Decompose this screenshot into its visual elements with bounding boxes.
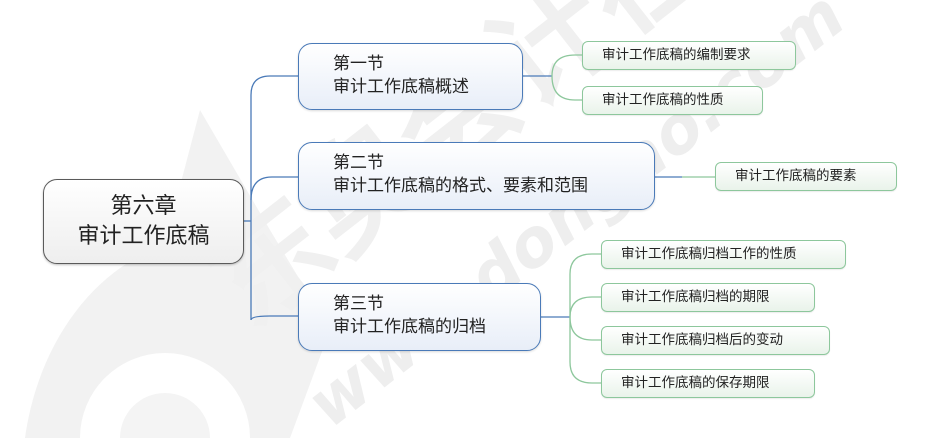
root-node-line2: 审计工作底稿 bbox=[77, 223, 210, 249]
root-node-chapter[interactable]: 第六章 审计工作底稿 bbox=[43, 179, 244, 264]
section-node-2[interactable]: 第二节 审计工作底稿的格式、要素和范围 bbox=[298, 142, 655, 210]
section-1-title: 审计工作底稿概述 bbox=[333, 77, 469, 97]
leaf-node-1-1[interactable]: 审计工作底稿的编制要求 bbox=[582, 41, 796, 70]
leaf-node-3-4[interactable]: 审计工作底稿的保存期限 bbox=[601, 369, 815, 398]
section-3-title: 审计工作底稿的归档 bbox=[333, 317, 486, 337]
section-3-heading: 第三节 bbox=[333, 294, 384, 314]
section-node-3[interactable]: 第三节 审计工作底稿的归档 bbox=[298, 283, 541, 351]
leaf-node-1-2[interactable]: 审计工作底稿的性质 bbox=[582, 86, 763, 115]
section-node-1[interactable]: 第一节 审计工作底稿概述 bbox=[298, 43, 523, 110]
section-2-heading: 第二节 bbox=[333, 153, 384, 173]
watermark-logo-icon bbox=[25, 110, 330, 438]
leaf-node-2-1[interactable]: 审计工作底稿的要素 bbox=[715, 162, 897, 191]
leaf-node-3-2[interactable]: 审计工作底稿归档的期限 bbox=[601, 283, 815, 312]
section-1-heading: 第一节 bbox=[333, 54, 384, 74]
root-node-line1: 第六章 bbox=[110, 193, 177, 219]
section-2-title: 审计工作底稿的格式、要素和范围 bbox=[333, 176, 588, 196]
leaf-node-3-3[interactable]: 审计工作底稿归档后的变动 bbox=[601, 326, 830, 355]
leaf-node-3-1[interactable]: 审计工作底稿归档工作的性质 bbox=[601, 240, 846, 269]
